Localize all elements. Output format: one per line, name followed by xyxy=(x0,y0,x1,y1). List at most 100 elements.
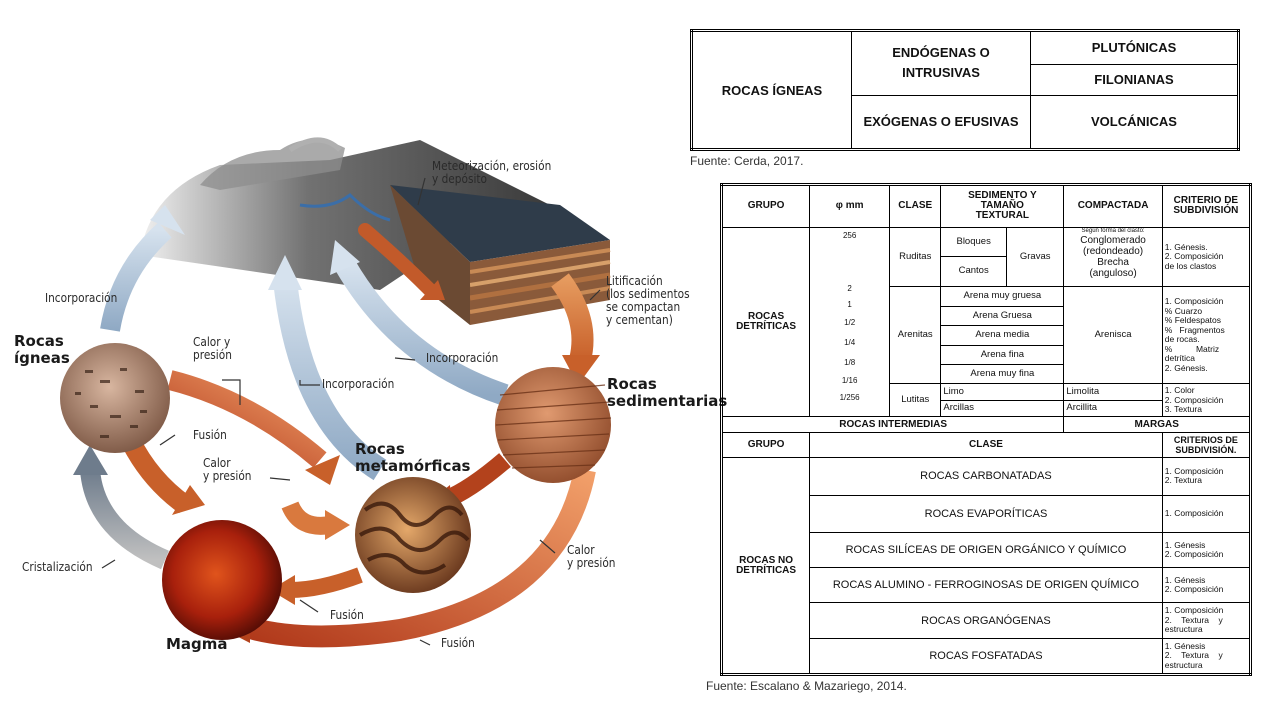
source-cerda: Fuente: Cerda, 2017. xyxy=(690,154,804,168)
criterio-arenitas: 1. Composición % Cuarzo % Feldespatos % … xyxy=(1161,286,1252,385)
sediment-cantos: Cantos xyxy=(940,255,1007,288)
fusion-arrow-metamorphic xyxy=(289,567,363,598)
header-grupo-2: GRUPO xyxy=(720,432,811,459)
compactada-conglomerado: Conglomerado (redondeado) Brecha (angulo… xyxy=(1080,234,1146,279)
label-fusion-2: Fusión xyxy=(330,608,364,622)
sediment-arena-muy-gruesa: Arena muy gruesa xyxy=(940,286,1065,307)
label-rocas-sedimentarias: Rocas sedimentarias xyxy=(607,375,728,410)
label-incorporacion-mid: Incorporación xyxy=(322,377,395,391)
sedimentary-rock-circle xyxy=(495,367,612,483)
clase-alumino-ferroginosas: ROCAS ALUMINO - FERROGINOSAS DE ORIGEN Q… xyxy=(809,567,1163,604)
heat-pressure-arrow-1 xyxy=(167,370,327,468)
criterio-organogenas: 1. Composición 2. Textura y estructura xyxy=(1161,602,1252,640)
source-escalano: Fuente: Escalano & Mazariego, 2014. xyxy=(706,679,907,693)
rock-cycle-diagram xyxy=(60,137,612,648)
clase-lutitas: Lutitas xyxy=(889,383,942,418)
phi-value: 1/16 xyxy=(841,375,858,385)
label-rocas-metamorficas: Rocas metamórficas xyxy=(355,440,471,475)
label-incorporacion-right: Incorporación xyxy=(426,351,499,365)
clase-arenitas: Arenitas xyxy=(889,286,942,385)
fusion-arrow-sedimentary xyxy=(236,467,596,648)
label-cristalizacion: Cristalización xyxy=(22,560,93,574)
criterio-carbonatadas: 1. Composición 2. Textura xyxy=(1161,457,1252,496)
phi-value: 1 xyxy=(847,299,852,309)
incorporation-arrow-sedimentary xyxy=(335,259,509,406)
label-calor-presion-1: Calor y presión xyxy=(193,335,232,362)
header-criterios-2: CRITERIOS DE SUBDIVISIÓN. xyxy=(1161,432,1252,459)
label-calor-presion-2: Calor y presión xyxy=(203,456,252,483)
heat-pressure-arrow-2 xyxy=(281,501,332,535)
sediment-gravas: Gravas xyxy=(1005,226,1065,288)
phi-value: 1/256 xyxy=(839,392,860,402)
phi-value: 256 xyxy=(842,230,857,240)
compactada-arcillita: Arcillita xyxy=(1063,399,1163,418)
cell-plutonicas: PLUTÓNICAS xyxy=(1030,30,1239,65)
clase-siliceas: ROCAS SILÍCEAS DE ORIGEN ORGÁNICO Y QUÍM… xyxy=(809,531,1163,569)
cell-endogenas: ENDÓGENAS O INTRUSIVAS xyxy=(851,30,1031,96)
sediment-arena-fina: Arena fina xyxy=(940,344,1065,365)
cell-filonianas: FILONIANAS xyxy=(1030,63,1239,96)
header-sedimento: SEDIMENTO Y TAMAÑO TEXTURAL xyxy=(940,184,1065,228)
clase-evaporiticas: ROCAS EVAPORÍTICAS xyxy=(809,494,1163,533)
phi-value: 1/4 xyxy=(844,337,856,347)
compactada-limolita: Limolita xyxy=(1063,383,1163,401)
sediment-arena-muy-fina: Arena muy fina xyxy=(940,363,1065,385)
erosion-arrow xyxy=(358,223,437,297)
phi-value: 1/8 xyxy=(844,357,856,367)
cell-rocas-igneas: ROCAS ÍGNEAS xyxy=(691,30,852,150)
grupo-detriticas: ROCAS DETRÍTICAS xyxy=(720,226,811,418)
sediment-bloques: Bloques xyxy=(940,226,1007,257)
rocas-intermedias: ROCAS INTERMEDIAS xyxy=(720,416,1065,434)
clase-fosfatadas: ROCAS FOSFATADAS xyxy=(809,638,1163,675)
sedimentary-rocks-table: GRUPO φ mm CLASE SEDIMENTO Y TAMAÑO TEXT… xyxy=(720,183,1252,676)
label-rocas-igneas: Rocas ígneas xyxy=(14,332,70,367)
incorporation-arrow-metamorphic xyxy=(273,278,387,481)
label-meteorizacion: Meteorización, erosión y depósito xyxy=(432,159,552,186)
clase-organogenas: ROCAS ORGANÓGENAS xyxy=(809,602,1163,640)
criterio-siliceas: 1. Génesis 2. Composición xyxy=(1161,531,1252,569)
compactada-note: Según forma del clasto: xyxy=(1081,227,1145,234)
magma-circle xyxy=(162,520,282,640)
clase-ruditas: Ruditas xyxy=(889,226,942,288)
lithification-arrow xyxy=(551,273,594,363)
criterio-ruditas: 1. Génesis. 2. Composición de los clasto… xyxy=(1161,226,1252,288)
criterio-evaporiticas: 1. Composición xyxy=(1161,494,1252,533)
sediment-layers xyxy=(390,185,611,325)
header-clase: CLASE xyxy=(889,184,942,228)
header-grupo: GRUPO xyxy=(720,184,811,228)
mountain-illustration xyxy=(140,137,560,290)
label-magma: Magma xyxy=(166,635,228,653)
label-fusion-3: Fusión xyxy=(441,636,475,650)
fusion-arrow-igneous xyxy=(121,435,191,514)
phi-value: 1/2 xyxy=(844,317,856,327)
igneous-rock-circle xyxy=(60,343,170,453)
incorporation-arrow-igneous xyxy=(100,222,172,332)
phi-value: 2 xyxy=(847,283,852,293)
cell-volcanicas: VOLCÁNICAS xyxy=(1030,94,1239,151)
header-clase-2: CLASE xyxy=(809,432,1163,459)
compactada-ruditas: Según forma del clasto: Conglomerado (re… xyxy=(1063,226,1163,288)
header-phi: φ mm xyxy=(809,184,891,228)
criterio-lutitas: 1. Color 2. Composición 3. Textura xyxy=(1161,383,1252,418)
sediment-arena-media: Arena media xyxy=(940,325,1065,346)
margas: MARGAS xyxy=(1063,416,1251,434)
label-calor-presion-3: Calor y presión xyxy=(567,543,616,570)
label-fusion-1: Fusión xyxy=(193,428,227,442)
metamorphic-rock-circle xyxy=(355,477,471,593)
label-incorporacion-top: Incorporación xyxy=(45,291,118,305)
crystallization-arrow xyxy=(80,468,170,570)
clase-carbonatadas: ROCAS CARBONATADAS xyxy=(809,457,1163,496)
header-compactada: COMPACTADA xyxy=(1063,184,1163,228)
phi-column: 256 2 1 1/2 1/4 1/8 1/16 1/256 xyxy=(809,226,891,418)
label-litificacion: Litificación (los sedimentos se compacta… xyxy=(606,274,690,327)
grupo-no-detriticas: ROCAS NO DETRÍTICAS xyxy=(720,457,811,675)
sediment-arcillas: Arcillas xyxy=(940,399,1065,418)
sediment-limo: Limo xyxy=(940,383,1065,401)
cell-exogenas: EXÓGENAS O EFUSIVAS xyxy=(851,94,1031,151)
criterio-alumino-ferroginosas: 1. Génesis 2. Composición xyxy=(1161,567,1252,604)
sediment-arena-gruesa: Arena Gruesa xyxy=(940,305,1065,327)
igneous-rocks-table: ROCAS ÍGNEAS ENDÓGENAS O INTRUSIVAS PLUT… xyxy=(690,29,1240,151)
header-criterio: CRITERIO DE SUBDIVISIÓN xyxy=(1161,184,1252,228)
compactada-arenisca: Arenisca xyxy=(1063,286,1163,385)
criterio-fosfatadas: 1. Génesis 2. Textura y estructura xyxy=(1161,638,1252,675)
